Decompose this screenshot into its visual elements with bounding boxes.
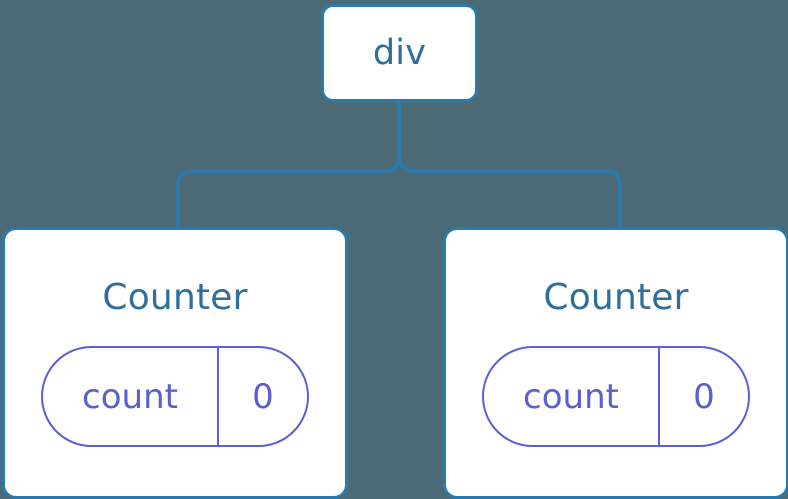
connector-branch-left: [176, 151, 401, 228]
state-key-right: count: [484, 348, 660, 445]
node-counter-left-label: Counter: [102, 277, 248, 318]
state-pill-left[interactable]: count 0: [41, 346, 309, 447]
state-pill-right[interactable]: count 0: [482, 346, 750, 447]
state-key-left: count: [43, 348, 219, 445]
state-value-right: 0: [693, 376, 715, 417]
node-counter-left[interactable]: Counter count 0: [2, 227, 348, 499]
node-counter-right[interactable]: Counter count 0: [443, 227, 788, 499]
state-value-left: 0: [252, 376, 274, 417]
node-div-label: div: [372, 33, 427, 73]
node-counter-right-label: Counter: [543, 277, 689, 318]
node-div[interactable]: div: [321, 4, 478, 102]
connector-branch-right: [397, 151, 622, 228]
